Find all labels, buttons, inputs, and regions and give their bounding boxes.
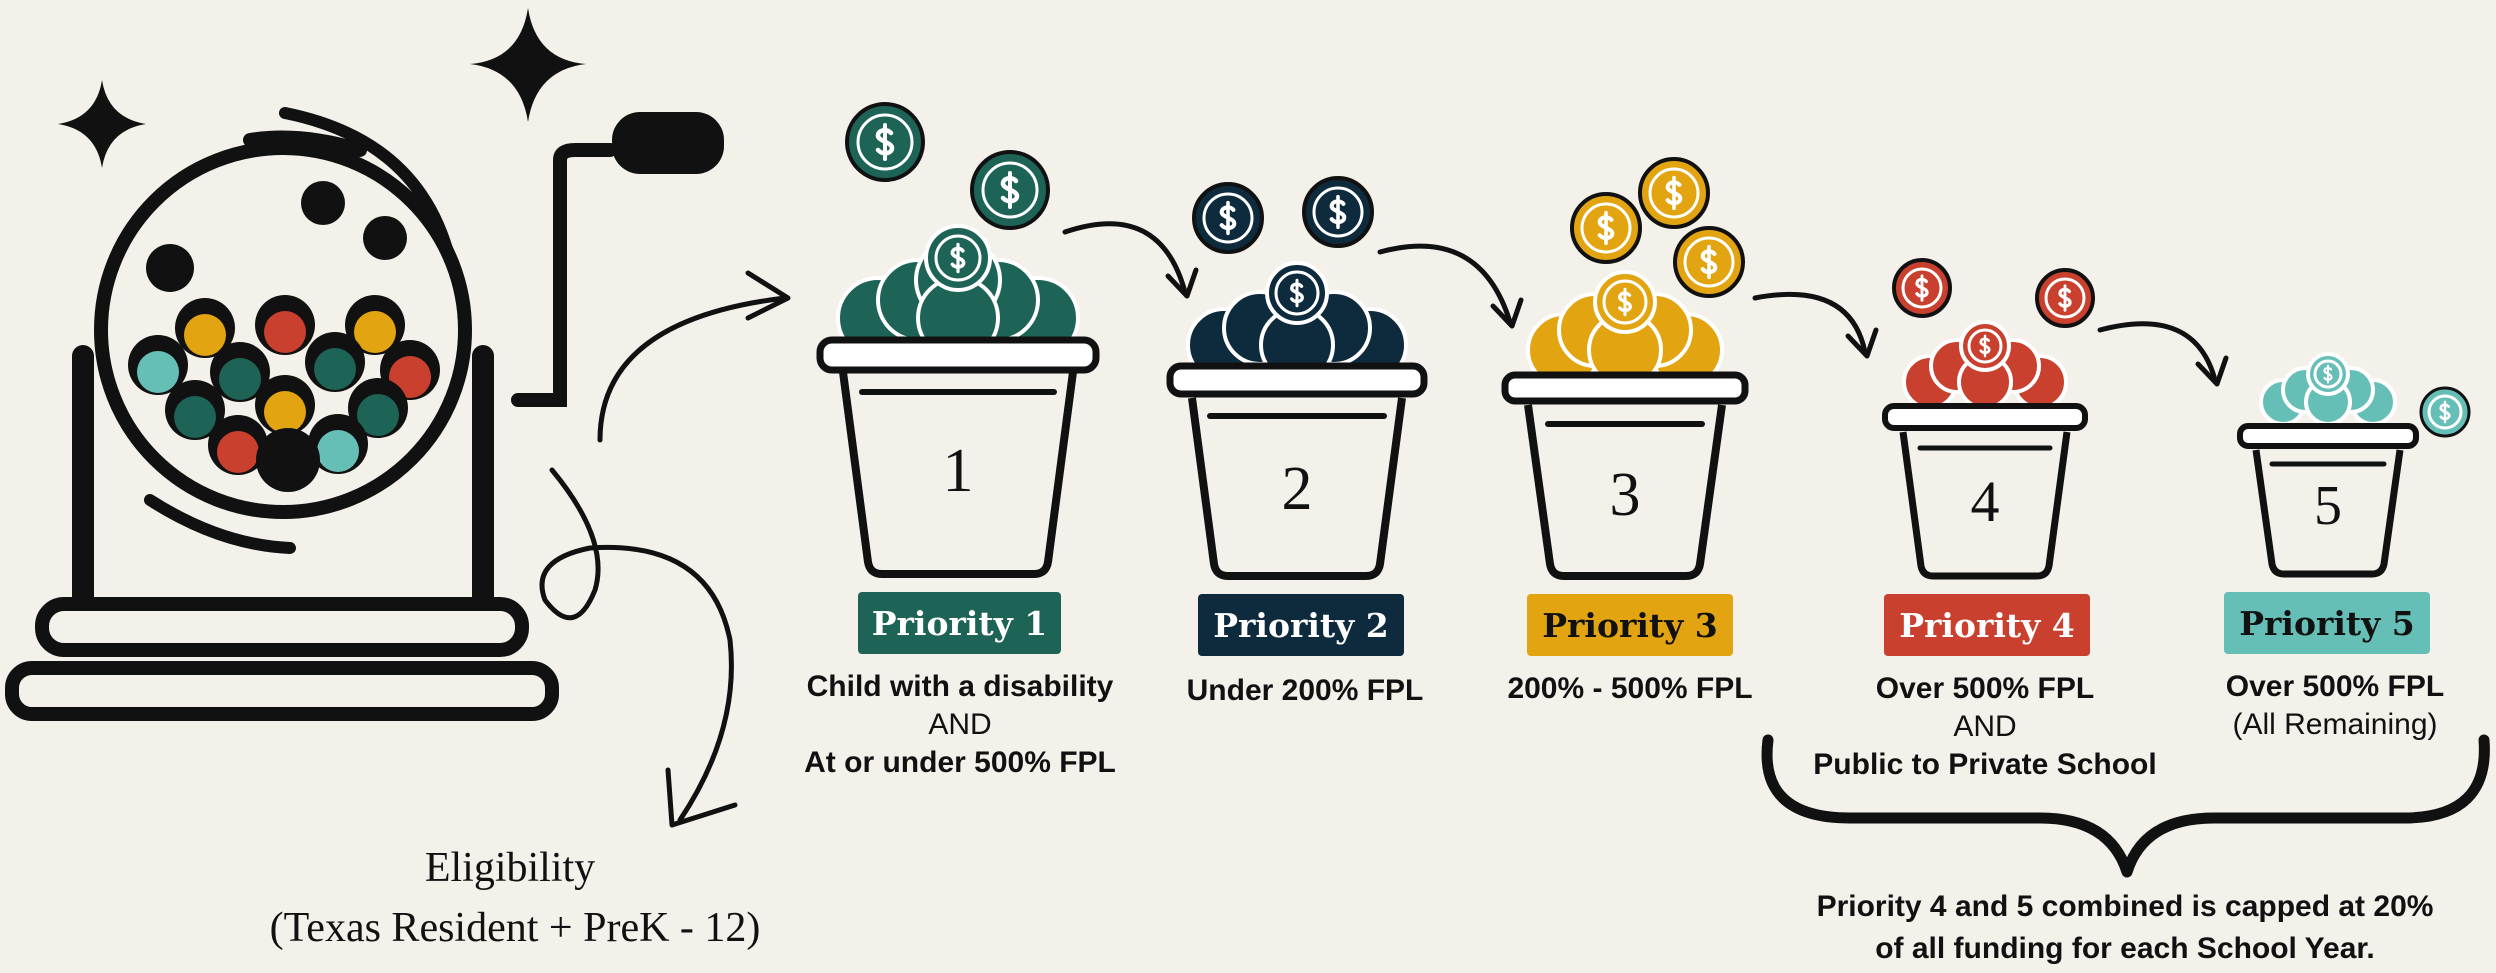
priority-3-description: 200% - 500% FPL bbox=[1460, 670, 1800, 708]
arrow-icon bbox=[1377, 243, 1524, 329]
priority-1-badge: Priority 1 bbox=[858, 592, 1061, 654]
dollar-coin-icon bbox=[1673, 226, 1745, 298]
dollar-coin-icon bbox=[970, 150, 1050, 230]
priority-2-line-1: Under 200% FPL bbox=[1186, 674, 1424, 707]
dollar-coin-icon bbox=[924, 224, 992, 292]
dollar-coin-icon bbox=[1593, 270, 1657, 334]
priority-3-line-1: 200% - 500% FPL bbox=[1507, 672, 1753, 705]
dollar-coin-icon bbox=[1192, 182, 1264, 254]
dollar-coin-icon bbox=[1959, 320, 2011, 372]
coin-pile bbox=[2259, 352, 2397, 426]
coin-pile bbox=[1526, 270, 1724, 388]
lottery-machine-icon bbox=[5, 8, 724, 721]
curly-brace-icon bbox=[1761, 734, 2490, 878]
bucket-number-5: 5 bbox=[2314, 475, 2342, 537]
coin-pile bbox=[1902, 320, 2068, 410]
arrow-icon bbox=[1062, 221, 1199, 299]
dollar-coin-icon bbox=[1265, 261, 1329, 325]
dollar-coin-icon bbox=[1302, 176, 1374, 248]
priority-4-line-1: Over 500% FPL bbox=[1875, 672, 2095, 705]
dollar-coin-icon bbox=[2419, 386, 2471, 438]
priority-4-description: Over 500% FPL AND Public to Private Scho… bbox=[1770, 670, 2200, 784]
arrow-icon bbox=[1752, 291, 1879, 359]
priority-1-line-1: Child with a disability bbox=[806, 670, 1114, 703]
priority-4-badge: Priority 4 bbox=[1884, 594, 2090, 656]
arrow-icon bbox=[2097, 321, 2229, 387]
bucket-3 bbox=[1501, 157, 1749, 580]
bucket-number-3: 3 bbox=[1609, 461, 1641, 529]
eligibility-subtitle: (Texas Resident + PreK - 12) bbox=[269, 905, 761, 951]
dollar-coin-icon bbox=[845, 102, 925, 182]
cap-note-line-2: of all funding for each School Year. bbox=[1875, 932, 2375, 965]
priority-5-description: Over 500% FPL (All Remaining) bbox=[2190, 668, 2480, 744]
sparkle-icon bbox=[470, 8, 586, 122]
priority-2-description: Under 200% FPL bbox=[1120, 672, 1490, 710]
bucket-number-4: 4 bbox=[1970, 469, 2000, 534]
bucket-1 bbox=[816, 102, 1100, 578]
dollar-coin-icon bbox=[1892, 258, 1952, 318]
priority-4-line-2: Public to Private School bbox=[1813, 748, 2157, 781]
bucket-2 bbox=[1166, 176, 1428, 580]
cap-note: Priority 4 and 5 combined is capped at 2… bbox=[1780, 886, 2470, 970]
bucket-number-1: 1 bbox=[942, 437, 974, 505]
dollar-coin-icon bbox=[1570, 192, 1642, 264]
priority-1-and: AND bbox=[928, 708, 992, 741]
cap-note-line-1: Priority 4 and 5 combined is capped at 2… bbox=[1816, 890, 2434, 923]
priority-3-badge: Priority 3 bbox=[1527, 594, 1733, 656]
priority-1-description: Child with a disability AND At or under … bbox=[760, 668, 1160, 782]
dollar-coin-icon bbox=[2306, 352, 2350, 396]
dollar-coin-icon bbox=[2035, 268, 2095, 328]
priority-5-badge: Priority 5 bbox=[2224, 592, 2430, 654]
bucket-5 bbox=[2237, 352, 2471, 578]
priority-2-badge: Priority 2 bbox=[1198, 594, 1404, 656]
priority-5-line-1: Over 500% FPL bbox=[2225, 670, 2445, 703]
priority-4-and: AND bbox=[1953, 710, 2017, 743]
arrow-icon bbox=[597, 270, 791, 443]
bucket-number-2: 2 bbox=[1281, 455, 1313, 523]
bucket-4 bbox=[1882, 258, 2095, 580]
eligibility-title: Eligibility bbox=[424, 845, 596, 891]
sparkle-icon bbox=[58, 80, 146, 168]
priority-1-line-2: At or under 500% FPL bbox=[804, 746, 1116, 779]
priority-5-line-2: (All Remaining) bbox=[2232, 708, 2438, 741]
arrow-icon bbox=[539, 467, 738, 828]
dollar-coin-icon bbox=[1638, 157, 1710, 229]
